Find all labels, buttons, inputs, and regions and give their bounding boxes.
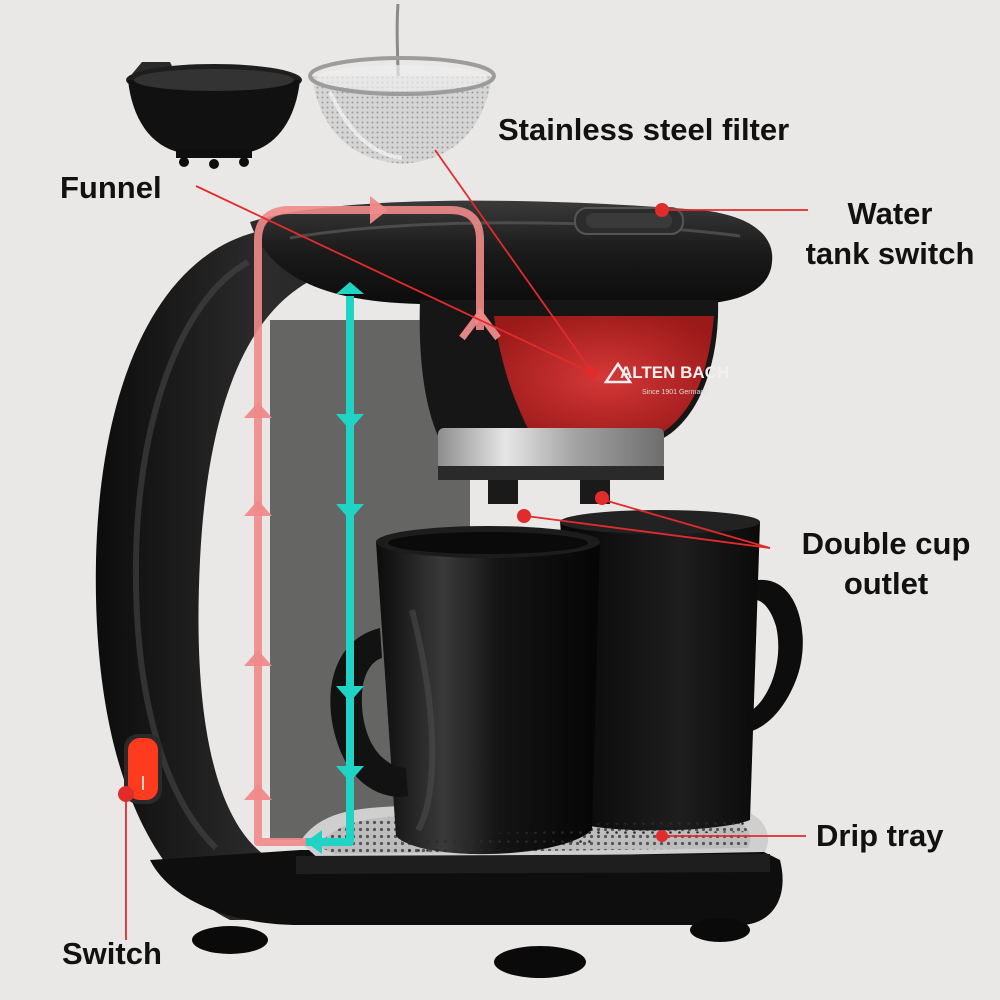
callout-lines [125, 149, 808, 940]
brand-logo: ALTEN BACH Since 1901 Germany [603, 361, 729, 396]
callout-dots [586, 203, 669, 842]
cold-water-arrowheads [306, 282, 364, 854]
label-drip-tray: Drip tray [816, 818, 944, 853]
machine-lid [250, 200, 773, 304]
steel-filter-accessory [308, 3, 496, 164]
funnel-accessory [126, 62, 302, 169]
hot-water-arrowheads [244, 196, 501, 800]
label-water-tank-switch: Water tank switch [805, 196, 975, 271]
label-switch: Switch [62, 936, 162, 971]
svg-text:ALTEN BACH: ALTEN BACH [620, 363, 729, 382]
svg-text:Since 1901 Germany: Since 1901 Germany [642, 389, 708, 396]
label-stainless-steel-filter: Stainless steel filter [498, 112, 790, 147]
hot-water-path [254, 206, 484, 846]
label-funnel: Funnel [60, 170, 162, 205]
power-switch [118, 734, 162, 804]
label-double-cup-outlet: Double cup outlet [801, 526, 971, 601]
rear-mug [560, 510, 803, 836]
